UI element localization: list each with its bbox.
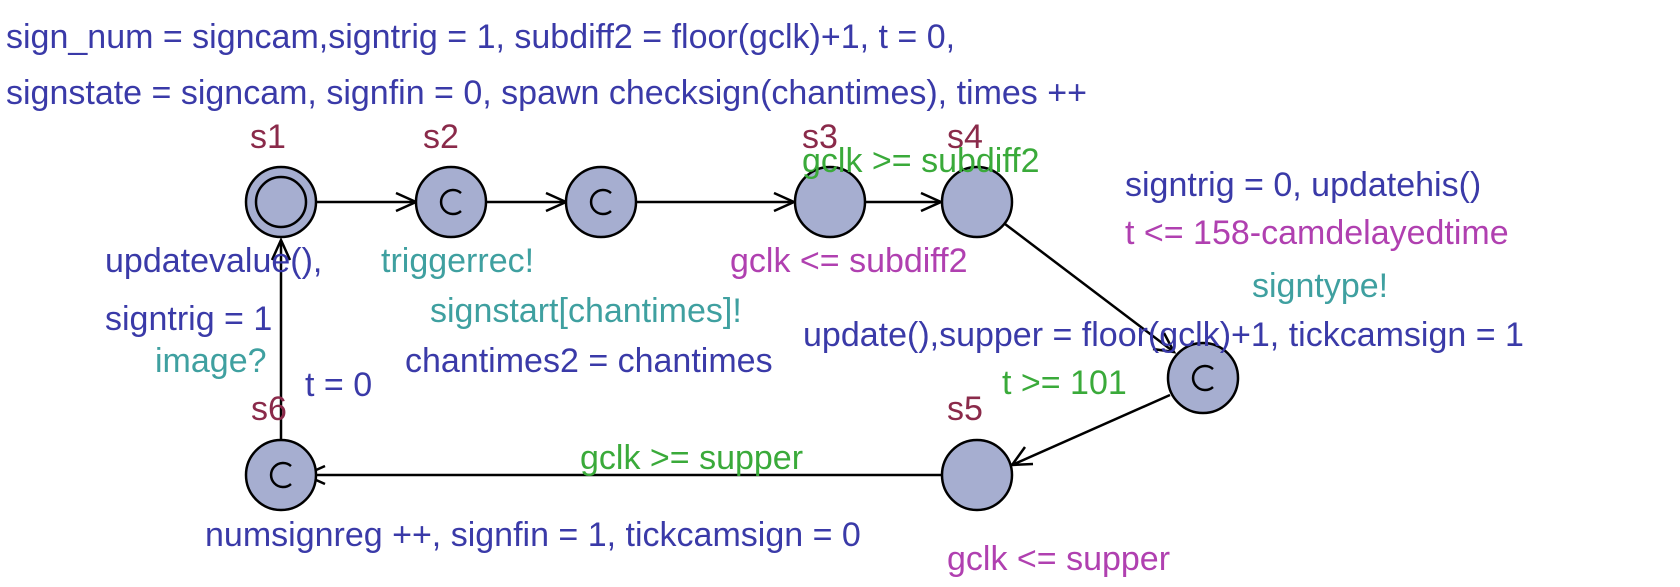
committed-marker-icon (589, 188, 612, 216)
initial-state-marker-icon (254, 175, 308, 229)
state-c2[interactable] (564, 165, 638, 239)
invariant-s3: gclk <= subdiff2 (730, 242, 968, 280)
invariant-s4: t <= 158-camdelayedtime (1125, 214, 1509, 252)
guard-s5-s6: gclk >= supper (580, 439, 803, 477)
update-s1-s2: updatevalue(), (105, 242, 322, 280)
invariant-s5: gclk <= supper (947, 540, 1170, 578)
committed-marker-icon (1191, 364, 1214, 392)
state-name-s2: s2 (423, 118, 459, 156)
states (244, 165, 1240, 512)
state-name-s3: s3 (802, 118, 838, 156)
state-s2[interactable] (414, 165, 488, 239)
arrowhead-c3-s5 (1009, 446, 1034, 467)
arrowhead-s4-c3 (1152, 332, 1177, 354)
state-s3[interactable] (793, 165, 867, 239)
update-s6-s1: signtrig = 1 (105, 300, 272, 338)
state-s4[interactable] (940, 165, 1014, 239)
state-name-s4: s4 (947, 118, 983, 156)
update-s6-reset: t = 0 (305, 366, 372, 404)
sync-s4-out: signtype! (1252, 267, 1388, 305)
edge-c3-s5[interactable] (1011, 393, 1171, 467)
guard-s3-s4: gclk >= subdiff2 (802, 142, 1040, 180)
state-name-s1: s1 (250, 118, 286, 156)
sync-s6-s1: image? (155, 342, 267, 380)
header-line-1: sign_num = signcam,signtrig = 1, subdiff… (6, 18, 955, 56)
state-s6[interactable] (244, 438, 318, 512)
state-name-s5: s5 (947, 390, 983, 428)
state-name-s6: s6 (251, 390, 287, 428)
committed-marker-icon (439, 188, 462, 216)
arrowhead-s6-s1 (270, 236, 292, 261)
update-c3-s5: update(),supper = floor(gclk)+1, tickcam… (803, 316, 1524, 354)
committed-marker-icon (269, 461, 292, 489)
state-c3[interactable] (1166, 341, 1240, 415)
state-s5[interactable] (940, 438, 1014, 512)
state-s1[interactable] (244, 165, 318, 239)
sync-s1-s2: triggerrec! (381, 242, 534, 280)
sync-c2: signstart[chantimes]! (430, 292, 742, 330)
update-c2: chantimes2 = chantimes (405, 342, 773, 380)
update-s5-s6: numsignreg ++, signfin = 1, tickcamsign … (205, 516, 861, 554)
header-line-2: signstate = signcam, signfin = 0, spawn … (6, 74, 1087, 112)
guard-c3-s5: t >= 101 (1002, 364, 1127, 402)
edge-s4-c3[interactable] (1004, 223, 1175, 353)
update-s4-out: signtrig = 0, updatehis() (1125, 166, 1481, 204)
